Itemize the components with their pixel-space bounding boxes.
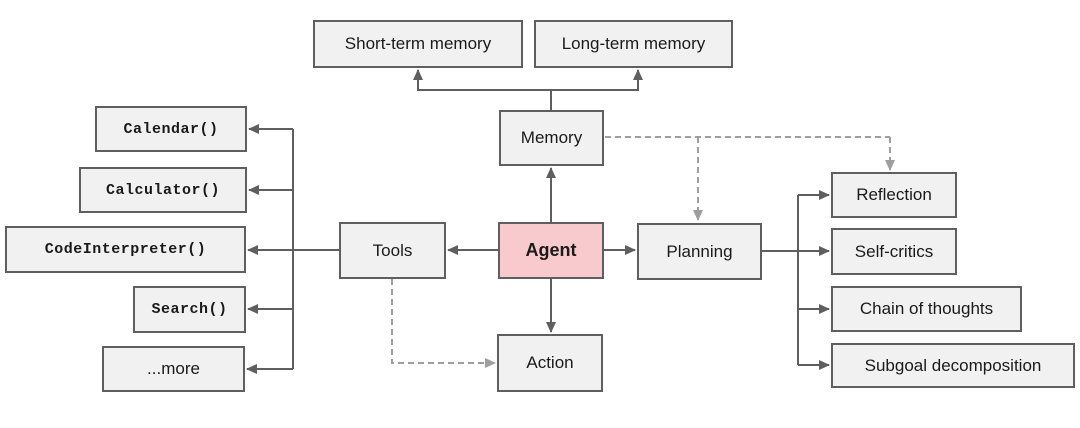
node-tools: Tools — [339, 222, 446, 279]
node-long-term-memory: Long-term memory — [534, 20, 733, 68]
node-tool-more: ...more — [102, 346, 245, 392]
node-short-term-memory-label: Short-term memory — [344, 34, 492, 53]
node-planning-subgoal-label: Subgoal decomposition — [864, 355, 1042, 375]
node-planning-subgoal: Subgoal decomposition — [831, 343, 1075, 388]
node-short-term-memory: Short-term memory — [313, 20, 523, 68]
node-planning-reflection: Reflection — [831, 172, 957, 218]
connector-memory-long-term — [551, 69, 643, 91]
node-planning-chain: Chain of thoughts — [831, 286, 1022, 332]
node-action-label: Action — [526, 353, 574, 372]
node-agent-label: Agent — [525, 240, 577, 260]
node-long-term-memory-label: Long-term memory — [561, 34, 706, 53]
connector-memory-short-term — [413, 69, 552, 110]
node-planning: Planning — [637, 223, 762, 280]
node-tool-codeinterpreter: CodeInterpreter() — [5, 226, 246, 273]
node-tool-calendar: Calendar() — [95, 106, 247, 152]
node-planning-selfcritics: Self-critics — [831, 228, 957, 275]
node-tool-more-label: ...more — [147, 359, 200, 378]
node-agent: Agent — [498, 222, 604, 279]
connector-planning-trunk — [762, 195, 799, 365]
node-planning-chain-label: Chain of thoughts — [859, 299, 994, 318]
node-tool-search: Search() — [133, 286, 246, 333]
node-tool-codeinterpreter-label: CodeInterpreter() — [44, 241, 207, 258]
node-tool-calculator: Calculator() — [79, 167, 247, 213]
node-action: Action — [497, 334, 603, 392]
node-tool-calendar-label: Calendar() — [123, 120, 219, 138]
dashed-connector-tools-action — [391, 279, 496, 368]
node-memory: Memory — [499, 110, 604, 166]
connector-tools-trunk — [292, 129, 339, 369]
node-memory-label: Memory — [520, 128, 583, 147]
node-planning-selfcritics-label: Self-critics — [854, 241, 934, 261]
node-tools-label: Tools — [372, 240, 413, 260]
node-tool-calculator-label: Calculator() — [105, 181, 221, 199]
node-planning-reflection-label: Reflection — [856, 185, 932, 204]
node-planning-label: Planning — [666, 241, 733, 261]
node-tool-search-label: Search() — [151, 301, 228, 318]
